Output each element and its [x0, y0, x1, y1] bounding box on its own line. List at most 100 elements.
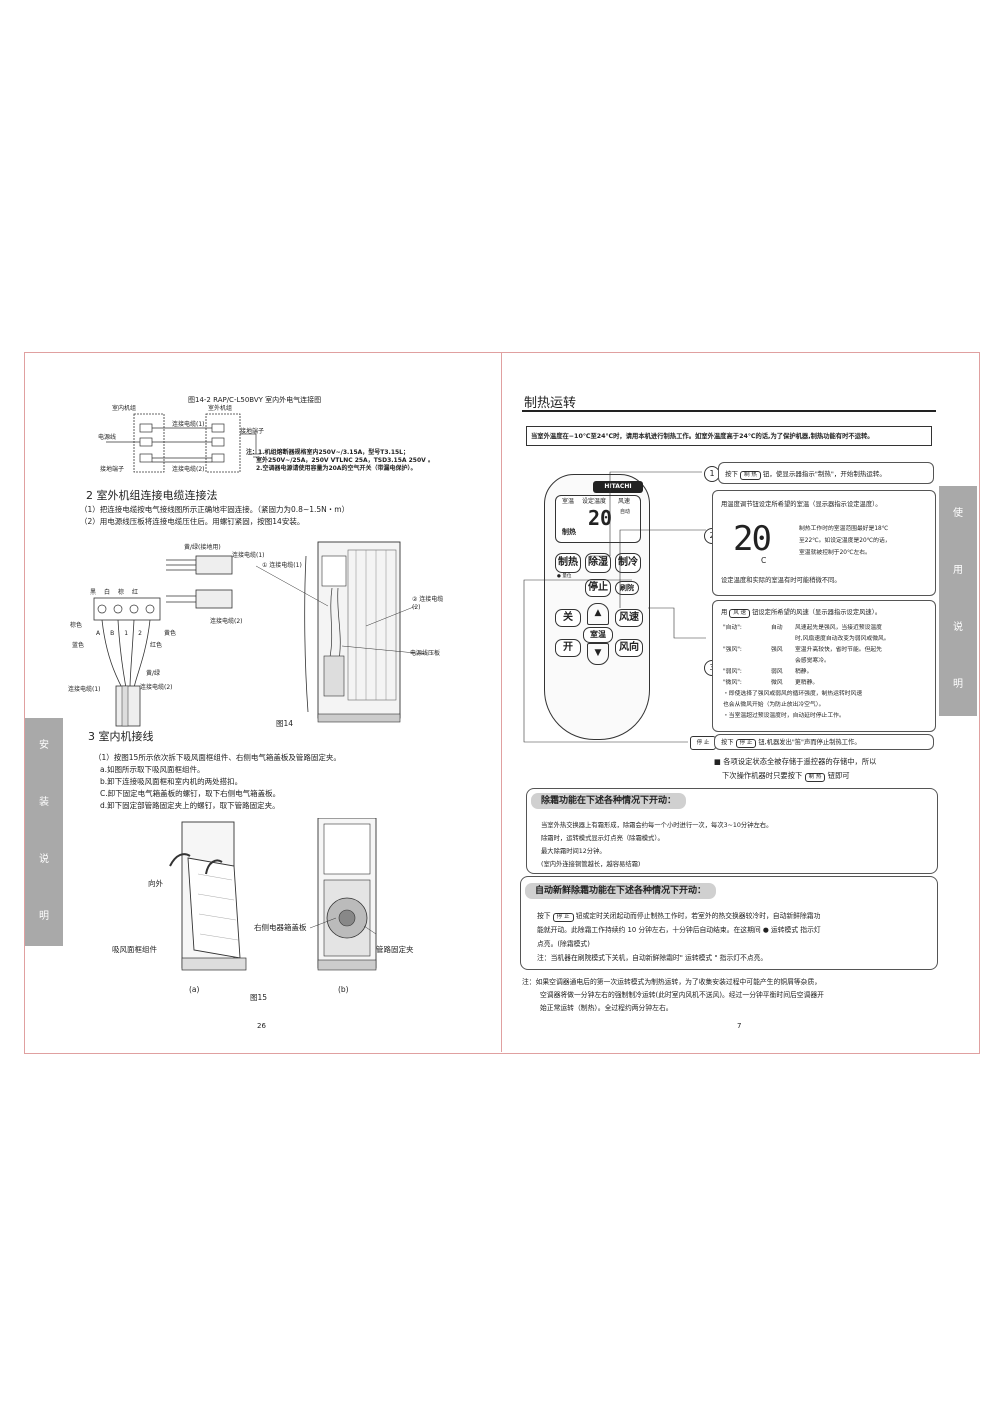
cable2-label: 连接电缆(2)	[172, 466, 205, 473]
rtab-char-4: 明	[953, 679, 963, 690]
section-2-title: 2 室外机组连接电缆连接法	[86, 489, 218, 502]
fan-row-weak: "弱风":弱风稍静。	[723, 669, 813, 675]
fig14-cable2-bottom: 连接电缆(2)	[140, 684, 173, 691]
fig15-cover: 右侧电器箱盖板	[254, 923, 307, 932]
indoor-unit-label: 室内机组	[112, 405, 137, 412]
stop-button[interactable]: 停止	[585, 579, 611, 597]
defrost-line-2: 除霜时，运转模式显示灯点亮（除霜模式）。	[541, 835, 664, 842]
fan-speed-table: "自动":自动风速起先是强风，当接近预设温度 时,风扇速度自动改变为弱风或微风。…	[723, 623, 933, 722]
temp-up-icon[interactable]: ▲	[587, 603, 609, 625]
fan-row-strong-cont: 会感觉寒冷。	[795, 658, 830, 664]
section-3-line-1: （1）按图15所示依次拆下吸风面框组件、右侧电气箱盖板及管路固定夹。	[94, 753, 341, 762]
step-2-unit: C	[761, 556, 767, 565]
user-guide-tab: 使 用 说 明	[939, 486, 977, 716]
on-button[interactable]: 开	[555, 639, 581, 657]
auto-defrost-key: 停 止	[552, 913, 574, 922]
off-button[interactable]: 关	[555, 609, 581, 627]
ground-terminal-label-b: 接地端子	[240, 428, 265, 435]
fig15-caption: 图15	[250, 993, 268, 1002]
remote-dot-note: ● 量位	[557, 574, 572, 579]
fig15-b: (b)	[338, 985, 349, 994]
wiring-diagram	[96, 404, 436, 476]
figure-15-graphic	[169, 817, 377, 971]
auto-defrost-line-4: 注：当机器在刷院模式下关机，自动新鲜除霜时" 运转模式 " 指示灯不点亮。	[537, 954, 768, 962]
figure-15	[150, 817, 410, 978]
fan-note-2: 也会从微风开始（为防止放出冷空气）。	[723, 702, 825, 708]
lcd-fan-label: 风速	[618, 498, 631, 505]
fan-row-auto-cont: 时,风扇速度自动改变为弱风或微风。	[795, 636, 890, 642]
room-temp-button[interactable]: 室温	[583, 627, 613, 643]
fig14-red: 红色	[150, 642, 163, 649]
fan-row-strong: "强风":强风室温升高较快，省时节能。但起先	[723, 647, 882, 653]
tab-char-2: 装	[39, 797, 49, 808]
fan-note-1: ・即使选择了强风或弱风的循环强度，制热运转时风速	[723, 691, 863, 697]
fig14-callout-2: ② 连接电缆(2)	[412, 596, 444, 611]
lcd-set-label: 设定温度	[582, 498, 607, 505]
auto-defrost-pre: 按下	[537, 912, 551, 920]
section-3-title: 3 室内机接线	[88, 730, 154, 743]
direction-button[interactable]: 风向	[615, 639, 643, 657]
heat-button[interactable]: 制热	[555, 553, 581, 573]
fig15-clip: 管路固定夹	[376, 945, 414, 954]
fig14-brown: 棕色	[70, 622, 83, 629]
remote-control: HITACHI 室温 设定温度 风速 20 自动 制热 制热 除湿 制冷 ● 量…	[544, 474, 650, 740]
cool-button[interactable]: 制冷	[615, 553, 641, 573]
figure-14-graphic	[93, 541, 427, 727]
defrost-line-4: (室内外连接铜管越长，越容易结霜)	[541, 861, 641, 868]
defrost-box: 除霜功能在下述各种情况下开动： 当室外热交换器上有霜形成，除霜会约每一个小时进行…	[526, 788, 938, 874]
step-1-post: 钮，使显示器指示"制热"，开始制热运转。	[762, 470, 886, 478]
ground-terminal-label-a: 接地端子	[100, 466, 125, 473]
remote-brand: HITACHI	[593, 481, 643, 493]
memory-pre: 下次操作机器时只要按下	[722, 771, 803, 780]
step-1-key: 制 热	[740, 471, 761, 480]
footnote-line-3: 始正常运转（制热）。全过程约两分钟左右。	[540, 1004, 673, 1012]
step-3-intro: 用 风 速 钮设定所希望的风速（显示器指示设定风速）。	[721, 609, 881, 618]
wiring-note-3: 2.空调器电源请使用容量为20A的空气开关（带漏电保护）。	[256, 465, 417, 472]
remote-lcd: 室温 设定温度 风速 20 自动 制热	[555, 495, 641, 543]
temp-down-icon[interactable]: ▼	[587, 643, 609, 665]
step-2-desc-3: 室温就被控制于20℃左右。	[799, 550, 871, 556]
stop-key-callout: 停 止	[690, 736, 716, 750]
step-1-pre: 按下	[725, 470, 738, 478]
cable1-label: 连接电缆(1)	[172, 421, 205, 428]
defrost-title: 除霜功能在下述各种情况下开动：	[531, 793, 687, 809]
term-black: 黑	[90, 589, 105, 596]
term-1: 1	[124, 630, 139, 637]
memory-post: 钮即可	[827, 771, 850, 780]
fig14-terminal-nums: AB12	[96, 630, 152, 638]
wiring-note-2: 室外250V~/25A，250V VTLNC 25A，TSD3.15A 250V…	[256, 457, 434, 464]
auto-defrost-box: 自动新鲜除霜功能在下述各种情况下开动： 按下 停 止 钮或定时关闭起动而停止制热…	[520, 876, 938, 970]
step-3-post: 钮设定所希望的风速（显示器指示设定风速）。	[752, 609, 882, 616]
temperature-banner: 当室外温度在−10℃至24℃时，请用本机进行制热工作。如室外温度高于24℃的话,…	[526, 426, 932, 446]
lcd-room-label: 室温	[562, 498, 575, 505]
wiring-diagram-graphic	[106, 413, 261, 473]
tab-char-4: 明	[39, 911, 49, 922]
step-3-pre: 用	[721, 609, 728, 616]
install-guide-tab: 安 装 说 明	[25, 718, 63, 946]
stop-row-key: 停 止	[735, 739, 757, 748]
defrost-button[interactable]: 刷院	[615, 581, 639, 595]
step-2-temp: 20	[733, 519, 772, 559]
fig14-terminal-colors: 黑白棕红	[90, 589, 146, 597]
section-3-line-5: d.卸下固定部管路固定夹上的螺钉，取下管路固定夹。	[100, 801, 280, 810]
outdoor-unit-label: 室外机组	[208, 405, 233, 412]
left-page-number: 26	[257, 1022, 266, 1030]
step-2-line-2: 设定温度和实际的室温有时可能稍微不同。	[721, 577, 841, 584]
section-3-line-3: b.卸下连接吸风面框和室内机的两处搭扣。	[100, 777, 243, 786]
step-2-line-1: 用温度调节钮设定所希望的室温（显示器指示设定温度）。	[721, 501, 882, 508]
auto-defrost-post: 钮或定时关闭起动而停止制热工作时，若室外的热交换器较冷时，自动新鲜除霜功	[575, 912, 821, 920]
auto-defrost-line-1: 按下 停 止 钮或定时关闭起动而停止制热工作时，若室外的热交换器较冷时，自动新鲜…	[537, 909, 820, 923]
memory-note-1: ■ 各项设定状态全被存储于遥控器的存储中，所以	[714, 757, 877, 766]
page-title: 制热运转	[524, 396, 577, 411]
footnote-line-1: 注：如果空调器通电后的第一次运转模式为制热运转，为了收集安装过程中可能产生的铜屑…	[522, 978, 822, 986]
term-a: A	[96, 630, 111, 637]
term-brown: 棕	[118, 589, 133, 596]
step-3-box: 用 风 速 钮设定所希望的风速（显示器指示设定风速）。 "自动":自动风速起先是…	[712, 600, 936, 732]
dehumid-button[interactable]: 除湿	[585, 553, 611, 573]
memory-key: 制 热	[804, 773, 826, 782]
auto-defrost-line-3: 点亮。(除霜模式)	[537, 940, 590, 948]
fan-speed-button[interactable]: 风速	[615, 609, 643, 627]
rtab-char-3: 说	[953, 622, 963, 633]
stop-row-pre: 按下	[721, 739, 734, 746]
callout-lines	[523, 471, 706, 743]
